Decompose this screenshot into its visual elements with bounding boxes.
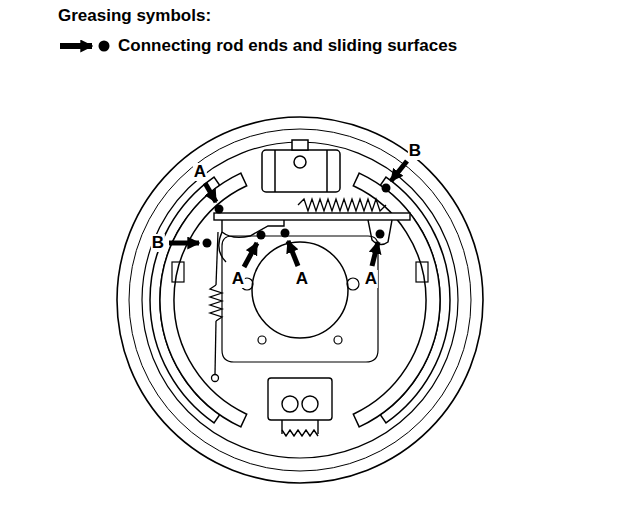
return-spring xyxy=(298,199,386,211)
grease-dots xyxy=(203,184,391,248)
callout-letter: A xyxy=(364,270,378,288)
callout-letter: B xyxy=(151,234,165,252)
adjuster-spring xyxy=(210,232,222,382)
callout-letter: A xyxy=(231,270,245,288)
callout-letter: B xyxy=(408,142,422,160)
grease-symbol-sample xyxy=(60,41,110,52)
anchor-block xyxy=(268,378,332,436)
legend-text: Connecting rod ends and sliding surfaces xyxy=(118,36,457,56)
adjuster-strut xyxy=(214,213,410,220)
grease-arrows xyxy=(169,161,407,267)
brake-shoes xyxy=(150,173,450,427)
wheel-cylinder xyxy=(262,140,340,192)
backing-plate xyxy=(172,236,428,362)
brake-drum xyxy=(117,117,483,483)
heading: Greasing symbols: xyxy=(58,6,211,26)
callout-letter: A xyxy=(193,163,207,181)
adjuster-lever xyxy=(219,220,392,262)
callout-letter: A xyxy=(295,270,309,288)
